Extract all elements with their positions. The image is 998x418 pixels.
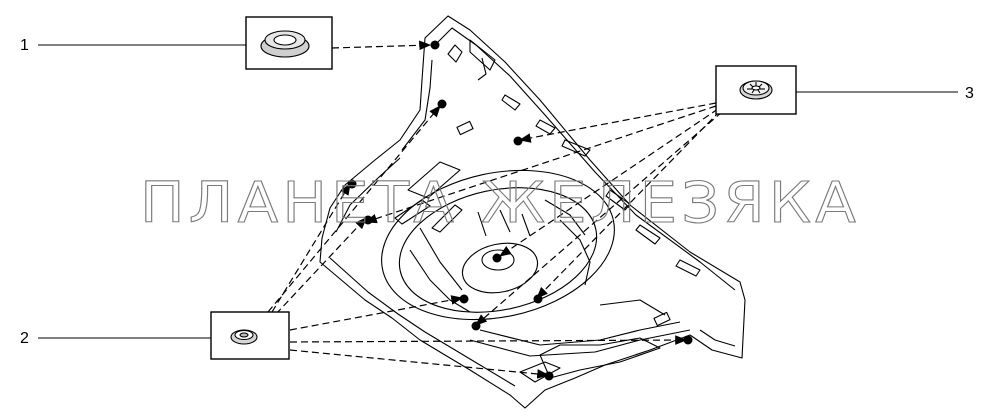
callout-number-1: 1 (20, 37, 29, 54)
attachment-point (533, 294, 543, 304)
plug-clip-icon (739, 80, 773, 100)
callout-2: 2 (20, 311, 290, 360)
plug-small-icon (230, 329, 258, 345)
attachment-point (347, 179, 357, 189)
callout-1: 1 (20, 16, 333, 70)
attachment-point (544, 371, 554, 381)
callout-number-3: 3 (965, 85, 974, 102)
attachment-point (471, 321, 481, 331)
attachment-point (430, 40, 440, 50)
attachment-point (459, 294, 469, 304)
callout-number-2: 2 (20, 330, 29, 347)
attachment-point (683, 335, 693, 345)
callout-3: 3 (715, 65, 974, 115)
watermark-text: ПЛАНЕТА ЖЕЛЕЗЯКА (140, 171, 860, 236)
attachment-points (347, 40, 693, 381)
trunk-floor-panel (319, 15, 746, 409)
leader-lines (267, 40, 723, 379)
attachment-point (492, 253, 502, 263)
attachment-point (513, 136, 523, 146)
plug-large-icon (260, 30, 310, 58)
attachment-point (363, 215, 373, 225)
attachment-point (437, 99, 447, 109)
